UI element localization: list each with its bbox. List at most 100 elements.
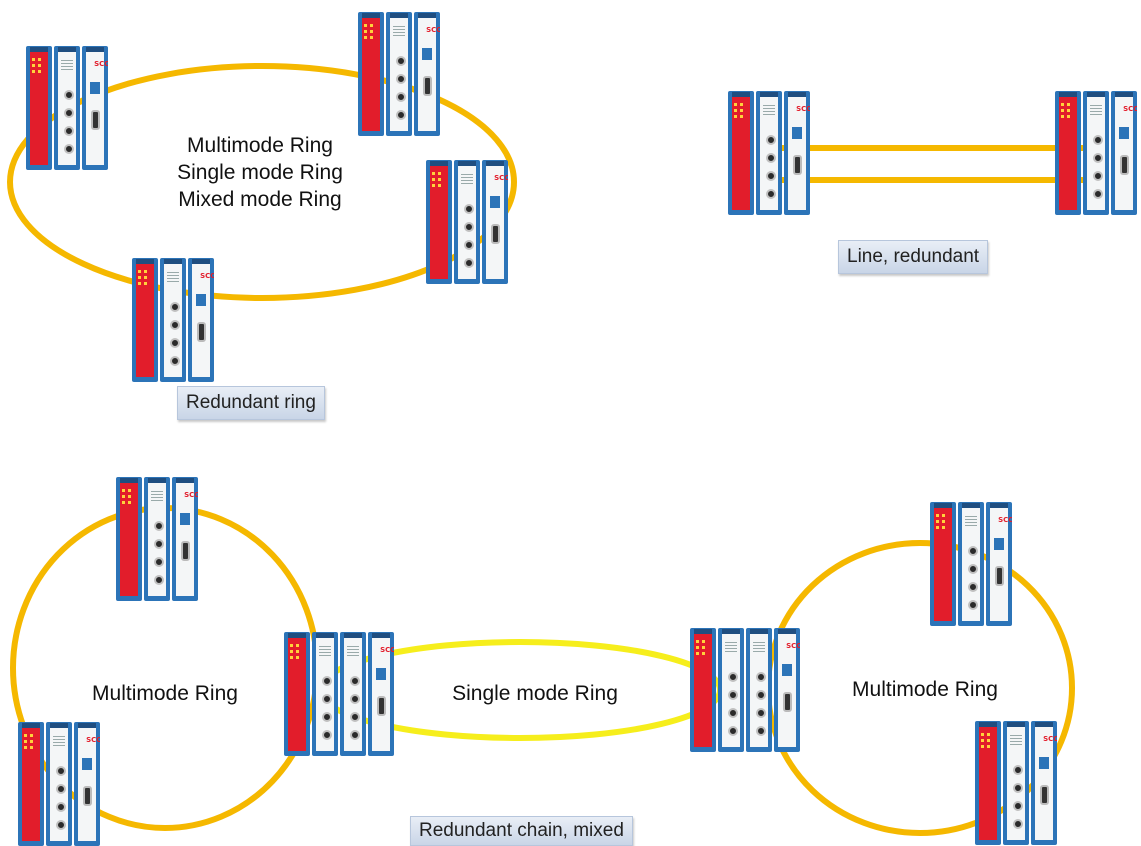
fieldbus-module: SCOPE — [482, 160, 508, 284]
fiber-port — [396, 92, 407, 102]
device-top-left: SCOPE — [26, 46, 108, 170]
fiber-port — [728, 708, 739, 718]
fiber-module — [312, 632, 338, 756]
fiber-port — [756, 708, 767, 718]
fiber-module — [340, 632, 366, 756]
fiber-port — [968, 582, 979, 592]
fiber-port — [464, 258, 475, 268]
fiber-module — [454, 160, 480, 284]
scope-logo: SCOPE — [786, 642, 800, 650]
fiber-port — [350, 676, 361, 686]
fiber-port — [64, 90, 75, 100]
fiber-port — [154, 557, 165, 567]
fiber-port — [64, 126, 75, 136]
fiber-module — [386, 12, 412, 136]
fieldbus-module: SCOPE — [1111, 91, 1137, 215]
fiber-port — [154, 539, 165, 549]
scope-logo: SCOPE — [86, 736, 100, 744]
fiber-module — [756, 91, 782, 215]
fiber-port — [154, 521, 165, 531]
fiber-port — [464, 222, 475, 232]
fiber-port — [464, 240, 475, 250]
fiber-port — [396, 74, 407, 84]
fieldbus-module: SCOPE — [784, 91, 810, 215]
device-top-center: SCOPE — [358, 12, 440, 136]
fiber-port — [728, 726, 739, 736]
fiber-port — [154, 575, 165, 585]
redundant-ring-fiber — [7, 63, 517, 301]
power-module — [116, 477, 142, 601]
redundant-ring-label: Redundant ring — [177, 386, 325, 420]
scope-logo: SCOPE — [200, 272, 214, 280]
power-module — [1055, 91, 1081, 215]
fiber-port — [170, 320, 181, 330]
device-bottom-ring: SCOPE — [132, 258, 214, 382]
scope-logo: SCOPE — [94, 60, 108, 68]
left-ring-label: Multimode Ring — [92, 682, 238, 705]
scope-logo: SCOPE — [426, 26, 440, 34]
fiber-port — [350, 730, 361, 740]
fiber-module — [746, 628, 772, 752]
power-module — [18, 722, 44, 846]
device-coupler-left[interactable]: SCOPE — [284, 632, 394, 756]
fiber-port — [1093, 171, 1104, 181]
fieldbus-module: SCOPE — [414, 12, 440, 136]
fiber-port — [56, 802, 67, 812]
fiber-port — [766, 153, 777, 163]
fiber-port — [1013, 819, 1024, 829]
fiber-port — [756, 672, 767, 682]
fiber-port — [170, 338, 181, 348]
scope-logo: SCOPE — [1043, 735, 1057, 743]
fiber-module — [718, 628, 744, 752]
fiber-port — [170, 356, 181, 366]
device-right-ring-bottom: SCOPE — [975, 721, 1057, 845]
fiber-port — [350, 694, 361, 704]
fiber-port — [766, 135, 777, 145]
redundant-chain-label: Redundant chain, mixed — [410, 816, 633, 846]
scope-logo: SCOPE — [998, 516, 1012, 524]
fiber-port — [396, 56, 407, 66]
power-module — [284, 632, 310, 756]
right-ring-label: Multimode Ring — [852, 678, 998, 701]
power-module — [930, 502, 956, 626]
ring-type-label-1: Multimode Ring — [187, 134, 333, 157]
device-right-ring-top: SCOPE — [930, 502, 1012, 626]
power-module — [975, 721, 1001, 845]
fieldbus-module: SCOPE — [774, 628, 800, 752]
fiber-port — [464, 204, 475, 214]
scope-logo: SCOPE — [380, 646, 394, 654]
scope-logo: SCOPE — [796, 105, 810, 113]
scope-logo: SCOPE — [184, 491, 198, 499]
fieldbus-module: SCOPE — [82, 46, 108, 170]
middle-ring-label: Single mode Ring — [452, 682, 618, 705]
power-module — [358, 12, 384, 136]
fiber-port — [56, 820, 67, 830]
fiber-port — [1013, 765, 1024, 775]
fiber-module — [958, 502, 984, 626]
fiber-port — [64, 108, 75, 118]
device-coupler-right[interactable]: SCOPE — [690, 628, 800, 752]
fieldbus-module: SCOPE — [74, 722, 100, 846]
power-module — [690, 628, 716, 752]
device-line-right: SCOPE — [1055, 91, 1137, 215]
fiber-module — [144, 477, 170, 601]
fieldbus-module: SCOPE — [986, 502, 1012, 626]
fiber-port — [756, 690, 767, 700]
fiber-port — [322, 694, 333, 704]
scope-logo: SCOPE — [494, 174, 508, 182]
fiber-module — [160, 258, 186, 382]
line-redundant-label: Line, redundant — [838, 240, 989, 274]
power-module — [728, 91, 754, 215]
device-right-ring: SCOPE — [426, 160, 508, 284]
fieldbus-module: SCOPE — [188, 258, 214, 382]
fiber-port — [1013, 783, 1024, 793]
fiber-module — [46, 722, 72, 846]
fiber-port — [322, 676, 333, 686]
fiber-port — [728, 690, 739, 700]
ring-type-label-2: Single mode Ring — [177, 161, 343, 184]
ring-type-label-3: Mixed mode Ring — [178, 188, 342, 211]
fiber-port — [1093, 189, 1104, 199]
fiber-port — [350, 712, 361, 722]
fiber-port — [56, 784, 67, 794]
